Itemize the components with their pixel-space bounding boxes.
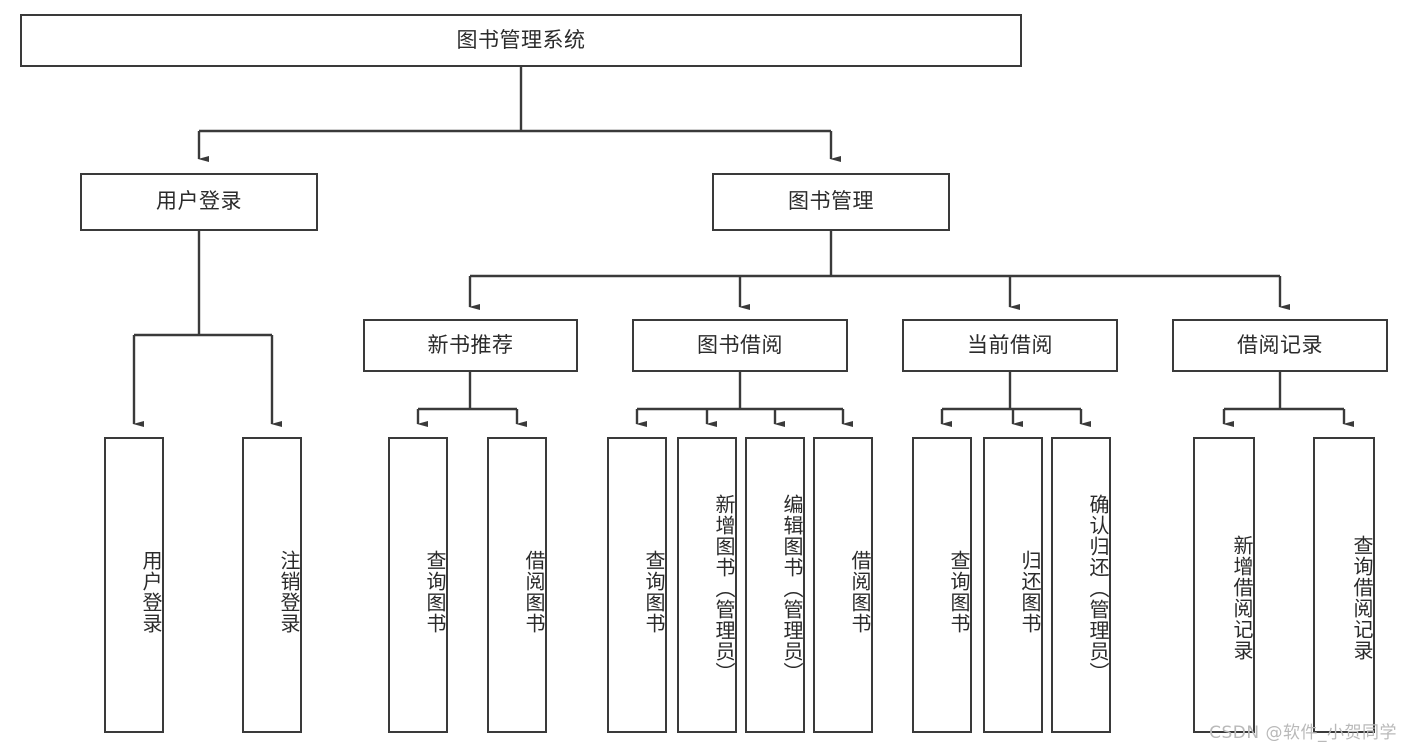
- leaf-br-add-record[interactable]: 新增借阅记录: [1193, 437, 1255, 733]
- node-root-system[interactable]: 图书管理系统: [20, 14, 1022, 67]
- leaf-bb-edit-book[interactable]: 编辑图书（管理员）: [745, 437, 805, 733]
- node-label: 图书管理: [788, 189, 874, 214]
- node-label: 归还图书: [1018, 550, 1042, 634]
- leaf-cb-return-book[interactable]: 归还图书: [983, 437, 1043, 733]
- node-label: 查询借阅记录: [1350, 535, 1374, 661]
- leaf-bb-add-book[interactable]: 新增图书（管理员）: [677, 437, 737, 733]
- node-borrow-record[interactable]: 借阅记录: [1172, 319, 1388, 372]
- node-label: 当前借阅: [967, 332, 1053, 357]
- node-label: 查询图书: [947, 550, 971, 634]
- node-label: 图书管理系统: [456, 27, 586, 52]
- node-label: 借阅图书: [522, 550, 546, 634]
- watermark-credit: CSDN @软件_小贺同学: [1209, 723, 1397, 743]
- node-label: 新增借阅记录: [1230, 535, 1254, 661]
- node-label: 查询图书: [642, 550, 666, 634]
- leaf-br-query-record[interactable]: 查询借阅记录: [1313, 437, 1375, 733]
- node-label: 用户登录: [156, 189, 242, 214]
- node-label: 图书借阅: [697, 332, 783, 357]
- node-label: 注销登录: [277, 550, 301, 634]
- leaf-nbr-query-book[interactable]: 查询图书: [388, 437, 448, 733]
- node-label: 用户登录: [139, 550, 163, 634]
- node-label: 借阅图书: [848, 550, 872, 634]
- leaf-bb-borrow-book[interactable]: 借阅图书: [813, 437, 873, 733]
- leaf-bb-query-book[interactable]: 查询图书: [607, 437, 667, 733]
- leaf-user-logout[interactable]: 注销登录: [242, 437, 302, 733]
- node-book-manage[interactable]: 图书管理: [712, 173, 950, 231]
- leaf-user-login[interactable]: 用户登录: [104, 437, 164, 733]
- node-label: 确认归还（管理员）: [1086, 493, 1110, 683]
- node-label: 编辑图书（管理员）: [780, 493, 804, 683]
- leaf-nbr-borrow-book[interactable]: 借阅图书: [487, 437, 547, 733]
- node-user-login[interactable]: 用户登录: [80, 173, 318, 231]
- node-book-borrow[interactable]: 图书借阅: [632, 319, 848, 372]
- leaf-cb-confirm-return[interactable]: 确认归还（管理员）: [1051, 437, 1111, 733]
- node-label: 新书推荐: [427, 332, 514, 357]
- node-current-borrow[interactable]: 当前借阅: [902, 319, 1118, 372]
- leaf-cb-query-book[interactable]: 查询图书: [912, 437, 972, 733]
- node-label: 新增图书（管理员）: [712, 493, 736, 683]
- node-new-book-recommend[interactable]: 新书推荐: [363, 319, 578, 372]
- node-label: 借阅记录: [1237, 332, 1323, 357]
- node-label: 查询图书: [423, 550, 447, 634]
